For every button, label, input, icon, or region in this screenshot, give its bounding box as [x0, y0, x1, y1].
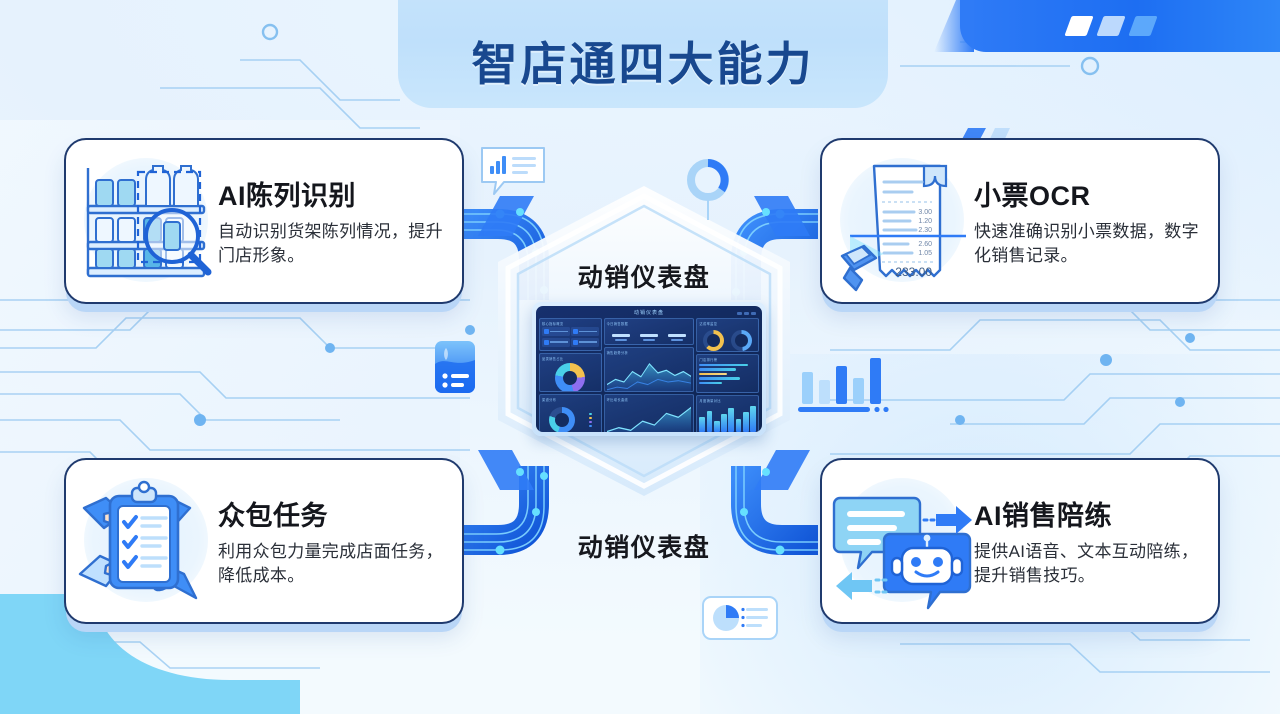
panel-category-share: 品类销售占比 — [539, 352, 602, 393]
card-description: 自动识别货架陈列情况，提升门店形象。 — [218, 221, 443, 265]
header-banner — [398, 0, 888, 108]
chat-robot-icon — [832, 496, 972, 610]
panel-title: 月度销量对比 — [699, 398, 721, 403]
card-title: AI陈列识别 — [218, 180, 356, 211]
stat-item — [668, 334, 687, 341]
card-illustration — [66, 466, 218, 616]
kpi-cell — [542, 337, 570, 347]
feature-card-crowdsourced-tasks[interactable]: 众包任务 利用众包力量完成店面任务，降低成本。 — [64, 458, 464, 624]
panel-monthly-comparison: 月度销量对比 — [696, 394, 759, 432]
stat-item — [611, 334, 630, 341]
stat-item — [639, 334, 658, 341]
corner-stripes-icon — [960, 0, 1280, 52]
receipt-total: 233.00 — [895, 265, 932, 279]
card-illustration — [66, 146, 218, 296]
panel-today-sales: 今日销售数据 — [603, 318, 695, 345]
panel-title: 品类销售占比 — [542, 356, 564, 361]
donut-chart — [555, 363, 586, 392]
receipt-item-price: 1.05 — [918, 250, 932, 257]
horizontal-bar-chart — [699, 363, 756, 384]
sales-dashboard-screen[interactable]: 动销仪表盘 核心指标概览 品类销 — [532, 302, 766, 436]
card-description: 快速准确识别小票数据，数字化销售记录。 — [974, 221, 1199, 265]
panel-sales-trend: 销售趋势分析 — [603, 346, 695, 392]
gauge-chart — [731, 330, 753, 351]
card-description: 利用众包力量完成店面任务，降低成本。 — [218, 541, 443, 585]
panel-title: 门店排行榜 — [699, 357, 718, 362]
panel-title: 核心指标概览 — [542, 322, 564, 326]
document-card-icon — [432, 338, 478, 401]
panel-kpi-overview: 核心指标概览 — [539, 318, 602, 351]
dashboard-title: 动销仪表盘 — [539, 309, 759, 316]
pie-chart-card-icon — [700, 594, 782, 649]
chart-legend — [589, 412, 592, 428]
card-title: 小票OCR — [974, 180, 1091, 211]
receipt-item-price: 2.60 — [918, 241, 932, 248]
card-illustration — [822, 466, 974, 616]
area-chart — [606, 362, 692, 391]
receipt-item-price: 3.00 — [918, 209, 932, 216]
feature-card-ai-sales-coach[interactable]: AI销售陪练 提供AI语音、文本互动陪练，提升销售技巧。 — [820, 458, 1220, 624]
donut-chart-icon — [686, 158, 730, 227]
card-title: 众包任务 — [218, 500, 328, 531]
kpi-cell — [571, 337, 599, 347]
card-description: 提供AI语音、文本互动陪练，提升销售技巧。 — [974, 541, 1199, 585]
panel-title: 渠道分布 — [542, 398, 557, 403]
dashboard-title-text: 动销仪表盘 — [633, 310, 664, 316]
dashboard-controls-icon[interactable] — [737, 312, 756, 315]
card-illustration: 3.00 1.20 2.30 2.60 1.05 233.00 — [822, 146, 974, 296]
panel-title: 达成率监控 — [699, 322, 718, 326]
receipt-scanner-icon: 3.00 1.20 2.30 2.60 1.05 233.00 — [840, 164, 966, 292]
line-chart — [606, 406, 692, 432]
receipt-item-price: 2.30 — [918, 227, 932, 234]
panel-completion-gauges: 达成率监控 — [696, 318, 759, 352]
shelf-magnifier-icon — [86, 165, 212, 278]
center-label-top: 动销仪表盘 — [577, 264, 711, 292]
bar-chart-card-icon — [478, 144, 548, 205]
bar-chart-icon — [798, 350, 894, 417]
panel-growth-curve: 环比增长曲线 — [603, 393, 695, 432]
center-label-bottom: 动销仪表盘 — [577, 534, 711, 562]
panel-title: 今日销售数据 — [606, 322, 629, 326]
card-title: AI销售陪练 — [974, 500, 1112, 531]
gauge-chart — [703, 330, 725, 351]
feature-card-ai-display-recognition[interactable]: AI陈列识别 自动识别货架陈列情况，提升门店形象。 — [64, 138, 464, 304]
feature-card-receipt-ocr[interactable]: 3.00 1.20 2.30 2.60 1.05 233.00 小票OCR — [820, 138, 1220, 304]
panel-channel-distribution: 渠道分布 — [539, 394, 602, 432]
kpi-cell — [571, 327, 599, 336]
panel-title: 环比增长曲线 — [606, 397, 629, 402]
receipt-item-price: 1.20 — [918, 218, 932, 225]
clipboard-hands-icon — [78, 480, 198, 600]
page-title: 智店通四大能力 — [471, 38, 815, 90]
vertical-bar-chart — [699, 404, 757, 432]
panel-store-ranking: 门店排行榜 — [696, 353, 759, 393]
kpi-cell — [542, 327, 570, 336]
donut-chart — [549, 406, 576, 432]
panel-title: 销售趋势分析 — [606, 350, 629, 355]
corner-blob-bottom-left — [0, 594, 300, 714]
